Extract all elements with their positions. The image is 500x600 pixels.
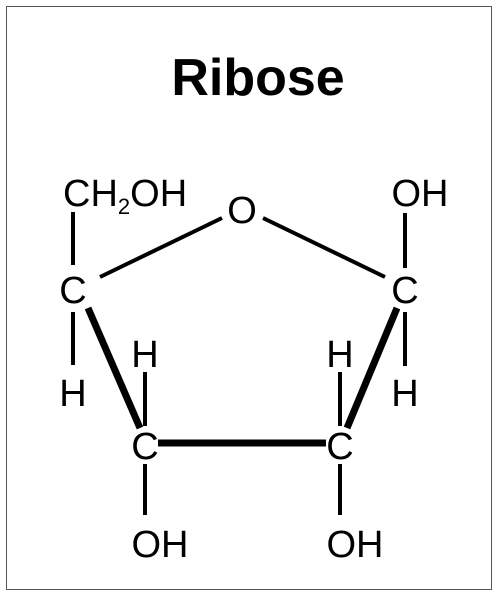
ring-oxygen-label: O bbox=[227, 190, 257, 232]
c4-h-label: H bbox=[59, 373, 86, 415]
c2-h-label: H bbox=[326, 334, 353, 376]
c1-oh-label: OH bbox=[392, 173, 449, 215]
ch2oh-suffix: OH bbox=[130, 173, 187, 215]
c3-label: C bbox=[131, 426, 158, 468]
bond-c4-o bbox=[99, 216, 223, 279]
c2-label: C bbox=[326, 426, 353, 468]
ch2oh-prefix: CH bbox=[63, 173, 118, 215]
c1-h-label: H bbox=[391, 373, 418, 415]
diagram-frame bbox=[6, 6, 492, 590]
c4-label: C bbox=[59, 270, 86, 312]
ch2oh-label: CH2OH bbox=[63, 173, 187, 219]
c2-oh-label: OH bbox=[327, 524, 384, 566]
ch2oh-subscript: 2 bbox=[118, 194, 130, 219]
bond-o-c1 bbox=[262, 216, 386, 279]
c1-label: C bbox=[391, 270, 418, 312]
c3-h-label: H bbox=[131, 334, 158, 376]
c3-oh-label: OH bbox=[132, 524, 189, 566]
bond-c1-c2 bbox=[343, 306, 401, 430]
diagram-title: Ribose bbox=[171, 49, 344, 107]
bond-c4-c3 bbox=[84, 306, 144, 430]
